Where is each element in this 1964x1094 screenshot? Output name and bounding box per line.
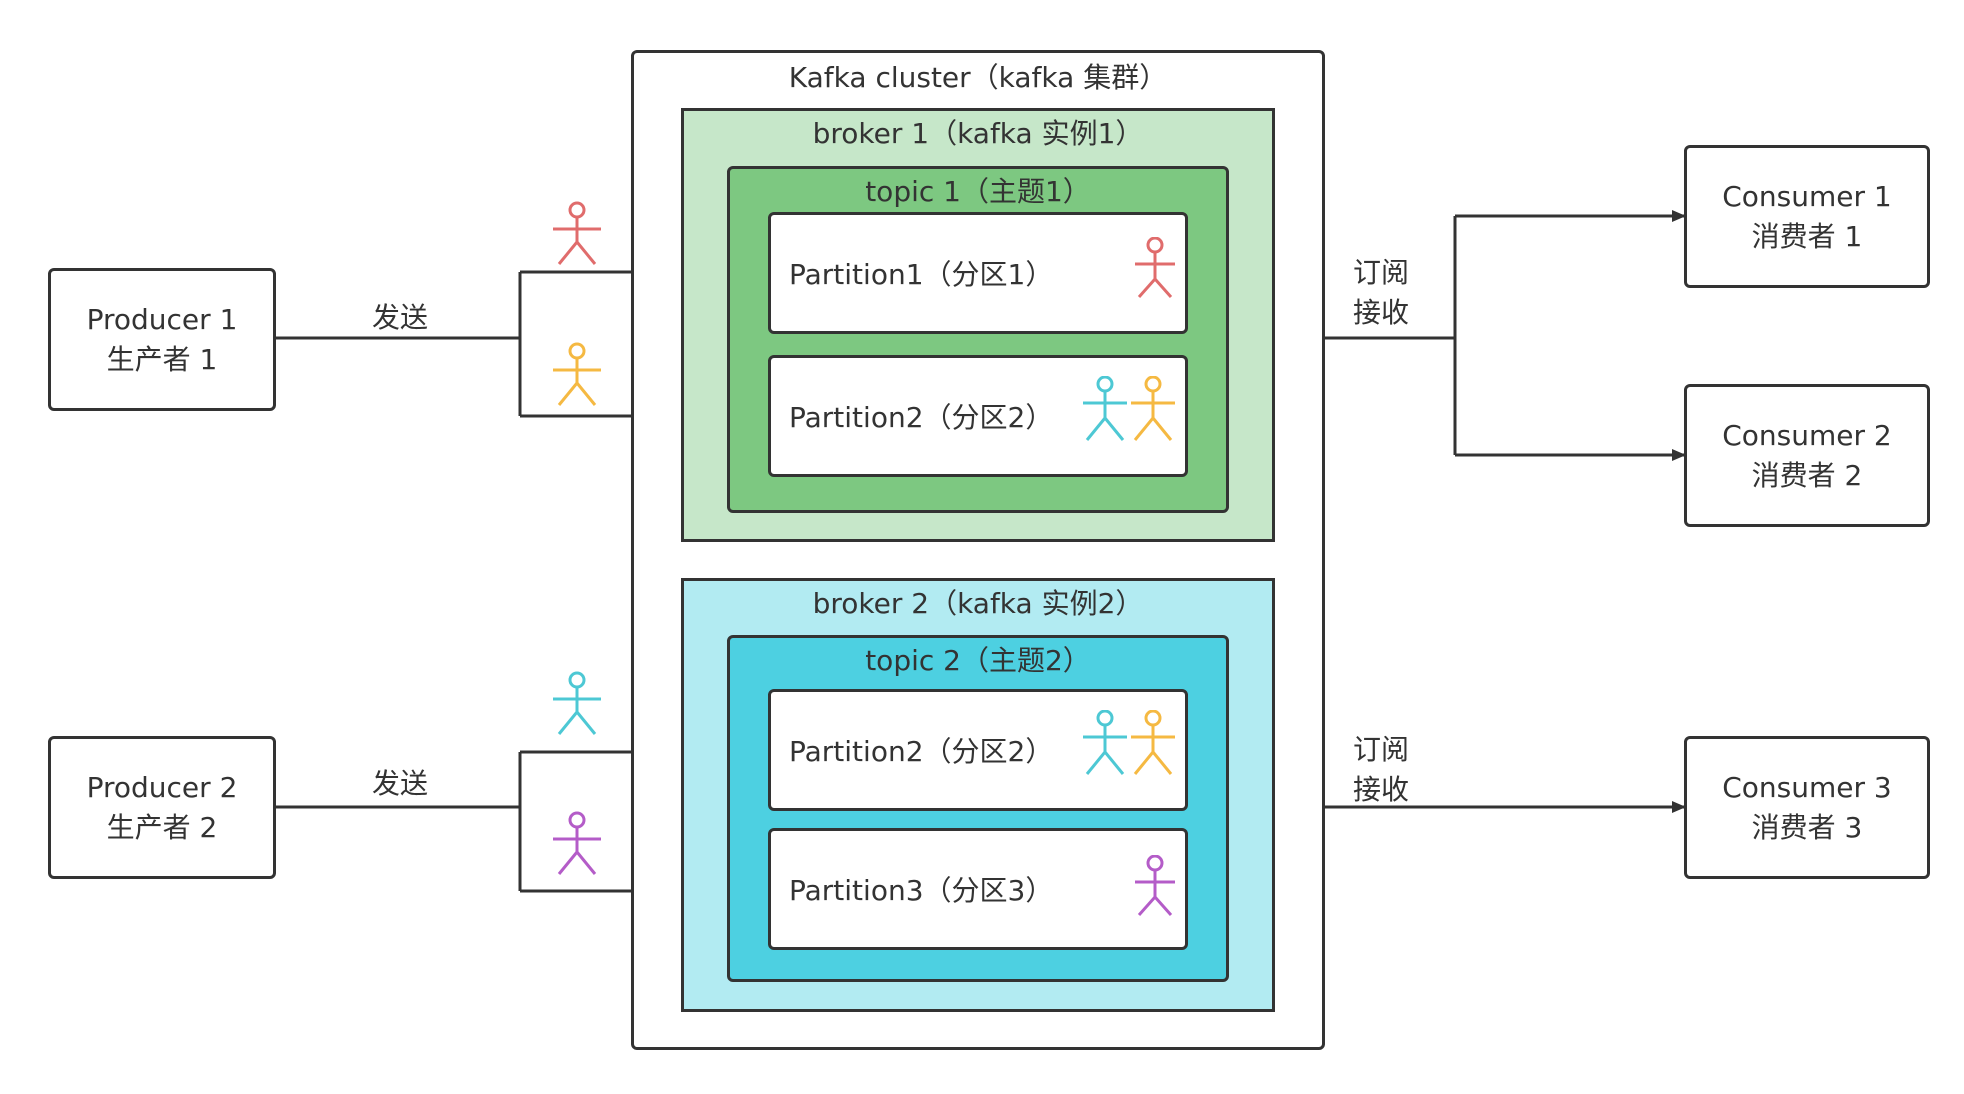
partition-label: Partition2（分区2） <box>789 735 1054 768</box>
broker-1-title: broker 1（kafka 实例1） <box>812 117 1144 150</box>
partition-label: Partition1（分区1） <box>789 258 1054 291</box>
producer2-edge <box>274 750 770 893</box>
subscribe-label-1: 订阅 接收 <box>1353 253 1409 333</box>
subscribe-label-line1: 订阅 <box>1353 256 1410 289</box>
topic2-partition2[interactable]: Partition2（分区2） <box>768 689 1188 811</box>
consumer-3-node[interactable]: Consumer 3 消费者 3 <box>1684 736 1930 879</box>
consumer-1-node[interactable]: Consumer 1 消费者 1 <box>1684 145 1930 288</box>
broker-2-title: broker 2（kafka 实例2） <box>812 587 1144 620</box>
producer-2-name: Producer 2 <box>86 770 238 804</box>
topic1-consumer-edge <box>1230 214 1685 457</box>
person-icon <box>1135 237 1175 298</box>
producer-1-node[interactable]: Producer 1 生产者 1 <box>48 268 276 411</box>
topic-2-title: topic 2（主题2） <box>865 644 1091 677</box>
producer-1-cn: 生产者 1 <box>106 342 218 376</box>
consumer-3-cn: 消费者 3 <box>1751 810 1863 844</box>
producer-2-edge-label: 发送 <box>372 767 429 800</box>
consumer-2-cn: 消费者 2 <box>1751 458 1863 492</box>
person-icon <box>1083 710 1127 775</box>
producer-2-node[interactable]: Producer 2 生产者 2 <box>48 736 276 879</box>
consumer-2-name: Consumer 2 <box>1722 418 1892 452</box>
person-icon <box>1131 376 1175 441</box>
consumer-person-icon <box>1135 855 1175 916</box>
topic1-partition1[interactable]: Partition1（分区1） <box>768 212 1188 334</box>
consumer-persons-icon <box>1083 376 1175 441</box>
producer-1-edge-label: 发送 <box>372 301 429 334</box>
subscribe-label-line2: 接收 <box>1353 773 1410 806</box>
consumer-2-node[interactable]: Consumer 2 消费者 2 <box>1684 384 1930 527</box>
person-icon <box>1131 710 1175 775</box>
consumer-1-name: Consumer 1 <box>1722 179 1892 213</box>
producer1-edge <box>274 270 770 418</box>
partition-label: Partition3（分区3） <box>789 874 1054 907</box>
subscribe-label-line1: 订阅 <box>1353 733 1410 766</box>
consumer-1-cn: 消费者 1 <box>1751 219 1863 253</box>
consumer-persons-icon <box>1083 710 1175 775</box>
person-icon <box>1135 855 1175 916</box>
topic1-partition2[interactable]: Partition2（分区2） <box>768 355 1188 477</box>
topic-1-title: topic 1（主题1） <box>865 175 1091 208</box>
subscribe-label-line2: 接收 <box>1353 296 1410 329</box>
producer-1-name: Producer 1 <box>86 302 238 336</box>
consumer-person-icon <box>1135 237 1175 298</box>
topic2-partition3[interactable]: Partition3（分区3） <box>768 828 1188 950</box>
producer-2-cn: 生产者 2 <box>106 810 218 844</box>
cluster-title: Kafka cluster（kafka 集群） <box>788 61 1168 94</box>
consumer-3-name: Consumer 3 <box>1722 770 1892 804</box>
partition-label: Partition2（分区2） <box>789 401 1054 434</box>
subscribe-label-2: 订阅 接收 <box>1353 730 1409 810</box>
person-icon <box>1083 376 1127 441</box>
